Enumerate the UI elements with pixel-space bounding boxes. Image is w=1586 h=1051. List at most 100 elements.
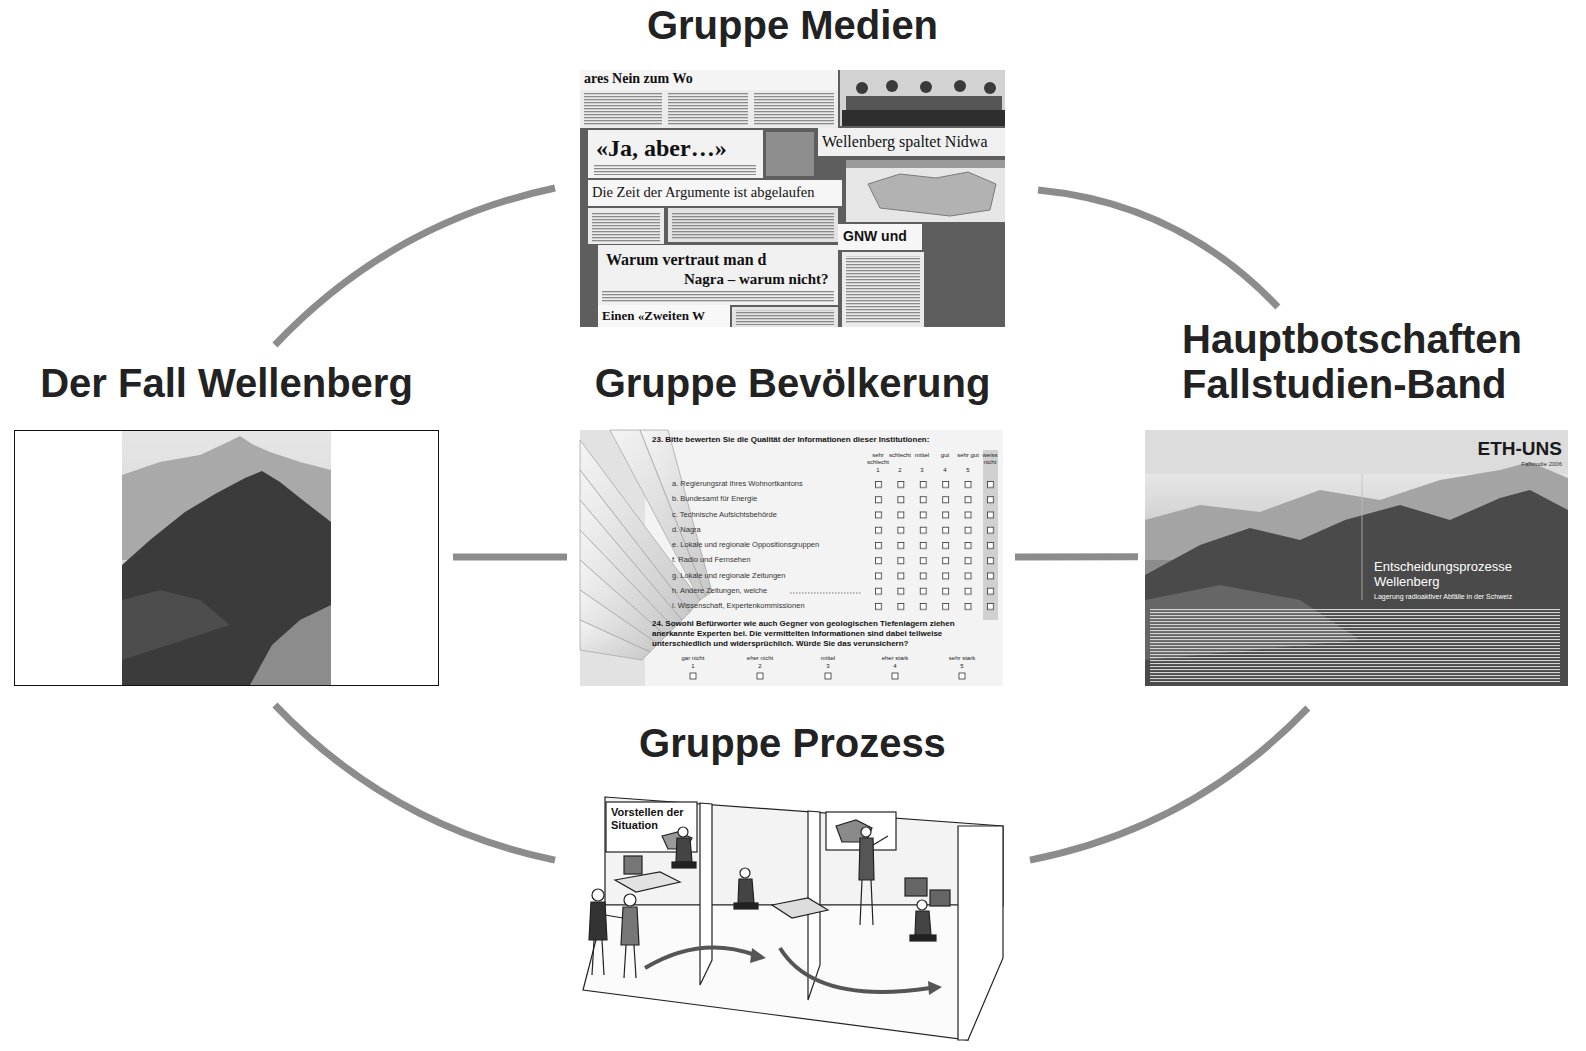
group-panel: Gruppe Prozess: [580, 721, 1005, 1040]
column-header: weiss nicht: [977, 452, 1003, 466]
cover-heading: Entscheidungsprozesse Wellenberg: [1374, 560, 1549, 590]
side-panel: [958, 826, 1003, 1040]
monitor: [930, 890, 950, 906]
text-lines: [736, 310, 834, 325]
connector-arc: [1038, 190, 1278, 307]
scale-number: 5: [957, 663, 967, 670]
scale-number: 2: [755, 663, 765, 670]
text-lines: [592, 212, 660, 242]
body: [621, 907, 639, 945]
clipping: [580, 90, 838, 128]
clipping: [668, 208, 838, 242]
scale-checkboxes: [690, 673, 965, 679]
questionnaire-item: e. Lokale und regionale Oppositionsgrupp…: [672, 540, 872, 549]
leg: [860, 880, 862, 925]
text-column: [584, 93, 662, 125]
clipping-photo: [766, 132, 814, 176]
question-text: 23. Bitte bewerten Sie die Qualität der …: [652, 435, 997, 445]
slope: [122, 590, 230, 660]
newspaper-headline: Einen «Zweiten W: [602, 308, 728, 324]
fan-page: [580, 620, 650, 660]
body: [676, 838, 692, 862]
scale-label: eher stark: [870, 655, 920, 662]
book-cover: [1145, 430, 1568, 686]
press-photo-people: [842, 80, 1005, 126]
connector-arc: [1015, 553, 1138, 560]
questionnaire-ground: [580, 430, 1003, 686]
clipping: [842, 252, 924, 327]
scale-number: 2: [895, 467, 905, 474]
column-header: sehr gut: [955, 452, 981, 459]
questionnaire-item: a. Regierungsrat Ihres Wohnortkantons: [672, 479, 872, 488]
leg: [624, 945, 626, 978]
head: [861, 827, 871, 837]
head: [592, 889, 604, 901]
dotted-line: [790, 593, 862, 594]
checkbox: [959, 673, 965, 679]
poster-text: Vorstellen der Situation: [611, 806, 695, 832]
leg: [871, 880, 873, 925]
newspaper-collage: [580, 70, 1005, 327]
newspaper-headline: «Ja, aber…»: [596, 134, 761, 163]
group-panel: Hauptbotschaften Fallstudien-Band: [1145, 317, 1568, 686]
clipping: [588, 180, 842, 206]
desk: [772, 898, 828, 918]
cover-rule: [1362, 474, 1363, 600]
newspaper-headline: Die Zeit der Argumente ist abgelaufen: [592, 184, 842, 201]
checkbox-grid: [875, 481, 996, 618]
checkbox: [757, 673, 763, 679]
cover-title: ETH-UNS: [1440, 438, 1562, 461]
scale-number: 1: [688, 663, 698, 670]
scale-number: 3: [823, 663, 833, 670]
body: [738, 879, 754, 903]
cover-band: [1145, 430, 1568, 474]
main-mountain: [122, 471, 331, 685]
group-panel: Der Fall Wellenberg: [14, 361, 439, 686]
process-illustration: [583, 797, 1003, 1040]
clipping: [598, 305, 730, 327]
question-text: 24. Sowohl Befürworter wie auch Gegner v…: [652, 619, 997, 649]
clipping: [588, 130, 763, 178]
newspaper-headline: ares Nein zum Wo: [584, 71, 834, 88]
newspaper-headline: GNW und: [843, 228, 919, 245]
chair: [734, 903, 758, 909]
questionnaire-item: d. Nagra: [672, 525, 872, 534]
group-heading: Gruppe Bevölkerung: [580, 361, 1005, 406]
arrow-head: [750, 948, 766, 963]
partition: [700, 803, 712, 985]
group-heading: Hauptbotschaften Fallstudien-Band: [1182, 317, 1568, 407]
sky: [122, 431, 331, 685]
head: [954, 80, 966, 92]
body: [589, 902, 607, 940]
leg: [592, 940, 594, 975]
group-heading: Der Fall Wellenberg: [14, 361, 439, 406]
connector-arc: [1030, 708, 1308, 860]
questionnaire-item: h. Andere Zeitungen, welche: [672, 586, 872, 595]
newspaper-headline: Warum vertraut man d: [606, 250, 786, 269]
meadow: [250, 605, 331, 685]
clipping: [580, 70, 838, 90]
floor: [583, 905, 1003, 1040]
handshake: [605, 915, 623, 918]
cover-text-lines: [1150, 608, 1560, 682]
leg: [634, 945, 636, 978]
connector-arc: [275, 705, 555, 860]
text-lines: [594, 165, 756, 175]
bodies: [846, 96, 1002, 110]
scale-number: 5: [963, 467, 973, 474]
clipping: [818, 128, 1005, 156]
connector-arc: [275, 188, 555, 345]
body: [859, 838, 874, 880]
head: [917, 900, 927, 910]
text-lines: [602, 290, 834, 302]
floor-arrow: [645, 947, 755, 968]
head: [678, 827, 688, 837]
newspaper-headline: Wellenberg spaltet Nidwa: [822, 132, 1002, 151]
column-header: gut: [932, 452, 958, 459]
main-mountain: [1145, 490, 1568, 686]
column-header: mittel: [909, 452, 935, 459]
desk: [615, 872, 680, 892]
head: [984, 82, 996, 94]
table: [842, 110, 1005, 126]
